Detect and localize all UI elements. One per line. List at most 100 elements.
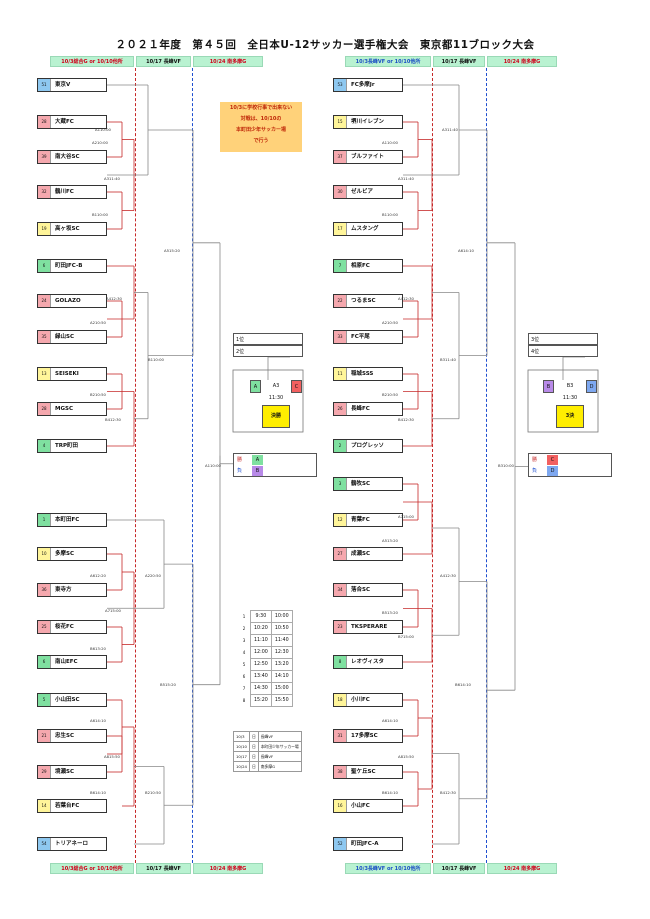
team-seed-number: 3 xyxy=(334,478,347,490)
footer-right-c: 10/24 南多摩G xyxy=(487,863,557,874)
schedule-start: 11:10 xyxy=(250,634,272,647)
team-name: 本町田FC xyxy=(55,517,80,523)
team-name: 相原FC xyxy=(351,263,370,269)
team-name: 聖ケ丘SC xyxy=(351,769,376,775)
team-name: 南山EFC xyxy=(55,659,78,665)
team-name: TRP町田 xyxy=(55,443,79,449)
team-name: トリアネーロ xyxy=(55,841,89,847)
footer-left-b: 10/17 長峰VF xyxy=(136,863,191,874)
team-seed-number: 22 xyxy=(334,295,347,307)
rank-1-label: 1位 xyxy=(236,337,245,343)
schedule-end: 11:40 xyxy=(270,634,293,647)
team-name: 小川FC xyxy=(351,697,370,703)
right-team-7: 22 つるまSC xyxy=(333,294,403,308)
team-seed-number: 34 xyxy=(334,584,347,596)
final-c: C xyxy=(291,380,302,393)
page-title: ２０２１年度 第４５回 全日本U-12サッカー選手権大会 東京都11ブロック大会 xyxy=(115,39,535,51)
right-game-label: B513:20 xyxy=(382,610,398,615)
team-seed-number: 11 xyxy=(334,368,347,380)
semi-left-win-code: A xyxy=(252,455,263,465)
right-team-5: 17 ムスタング xyxy=(333,222,403,236)
footer-left-a: 10/3総合G or 10/10他所 xyxy=(50,863,134,874)
team-name: つるまSC xyxy=(351,298,376,304)
team-name: 17多摩SC xyxy=(351,733,378,739)
right-game-label: B715:00 xyxy=(398,634,414,639)
date-day: 日 xyxy=(248,761,259,772)
schedule-i: 1 xyxy=(238,610,251,623)
date-date: 10/17 xyxy=(233,751,250,762)
schedule-i: 7 xyxy=(238,682,251,695)
final-time: 11:30 xyxy=(268,395,284,401)
team-name: ムスタング xyxy=(351,226,379,232)
schedule-i: 2 xyxy=(238,622,251,635)
schedule-start: 10:20 xyxy=(250,622,272,635)
date-day: 日 xyxy=(248,751,259,762)
team-name: 南大谷SC xyxy=(55,154,80,160)
rank-4-label: 4位 xyxy=(531,349,540,355)
team-name: レオヴィスタ xyxy=(351,659,385,665)
left-game-label: B412:30 xyxy=(105,417,121,422)
footer-left-c: 10/24 南多摩G xyxy=(193,863,263,874)
left-team-3: 39 南大谷SC xyxy=(37,150,107,164)
semi-right-win-code: C xyxy=(547,455,558,465)
schedule-start: 13:40 xyxy=(250,670,272,683)
team-seed-number: 39 xyxy=(38,151,51,163)
third-frame xyxy=(527,369,599,433)
team-seed-number: 17 xyxy=(334,223,347,235)
rank-2-label: 2位 xyxy=(236,349,245,355)
team-seed-number: 27 xyxy=(334,548,347,560)
left-game-label: A715:00 xyxy=(105,608,121,613)
semi-right-lose: 負 xyxy=(532,468,538,474)
team-seed-number: 29 xyxy=(38,766,51,778)
left-game-label: B515:20 xyxy=(160,682,176,687)
left-game-label: A614:10 xyxy=(90,718,106,723)
right-game-label: B614:10 xyxy=(455,682,471,687)
right-game-label: B614:10 xyxy=(382,790,398,795)
semi-left-lose: 負 xyxy=(237,468,243,474)
final-name: 決勝 xyxy=(262,405,290,428)
schedule-end: 15:50 xyxy=(270,694,293,707)
date-day: 日 xyxy=(248,731,259,742)
team-name: 大蔵FC xyxy=(55,119,74,125)
team-name: 東寺方 xyxy=(55,587,72,593)
team-name: MGSC xyxy=(55,406,73,412)
team-seed-number: 35 xyxy=(38,331,51,343)
team-seed-number: 37 xyxy=(334,151,347,163)
left-game-label: A311:40 xyxy=(104,176,120,181)
left-game-label: A612:20 xyxy=(90,573,106,578)
team-name: 鶴川FC xyxy=(55,189,74,195)
notice-line-3: 本町田少年サッカー場 xyxy=(235,127,286,133)
left-game-label: A220:50 xyxy=(145,573,161,578)
left-game-label: B613:20 xyxy=(90,646,106,651)
team-seed-number: 7 xyxy=(334,260,347,272)
third-time: 11:30 xyxy=(562,395,578,401)
schedule-end: 12:30 xyxy=(270,646,293,659)
right-game-label: B210:50 xyxy=(382,392,398,397)
team-seed-number: 1 xyxy=(38,514,51,526)
date-place: 長峰VF xyxy=(257,731,302,742)
date-place: 長峰VF xyxy=(257,751,302,762)
third-d: D xyxy=(586,380,597,393)
divider-left-1 xyxy=(135,68,136,863)
header-left-b: 10/17 長峰VF xyxy=(136,56,191,67)
right-game-label: A715:00 xyxy=(398,514,414,519)
rank-box-4: 4位 xyxy=(528,345,598,357)
schedule-i: 6 xyxy=(238,670,251,683)
semi-right-lose-code: D xyxy=(547,466,558,476)
team-name: 長峰FC xyxy=(351,406,370,412)
